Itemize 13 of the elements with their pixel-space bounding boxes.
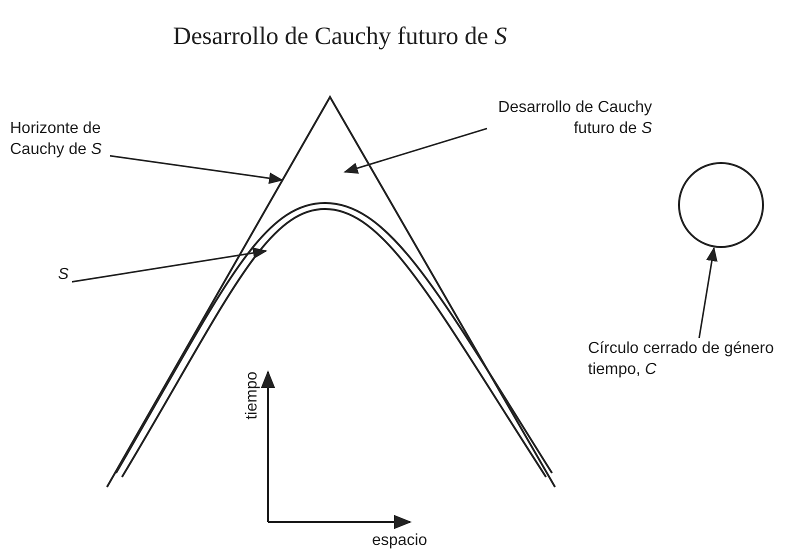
leader-line xyxy=(110,155,284,184)
leader-line xyxy=(698,246,718,338)
callout-label: S xyxy=(58,264,72,285)
axis-label: espacio xyxy=(372,531,428,551)
callout-label: Horizonte de Cauchy de S xyxy=(10,118,110,160)
leader-line xyxy=(72,247,268,283)
callout-label: Desarrollo de Cauchy futuro de S xyxy=(487,97,652,139)
closed-loop-circle xyxy=(677,161,765,249)
diagram-title: Desarrollo de Cauchy futuro de S xyxy=(172,22,508,52)
surface-curve xyxy=(116,203,552,477)
axis-label: tiempo xyxy=(242,370,262,422)
leader-line xyxy=(343,128,488,174)
callout-label: Círculo cerrado de género tiempo, C xyxy=(588,338,783,380)
